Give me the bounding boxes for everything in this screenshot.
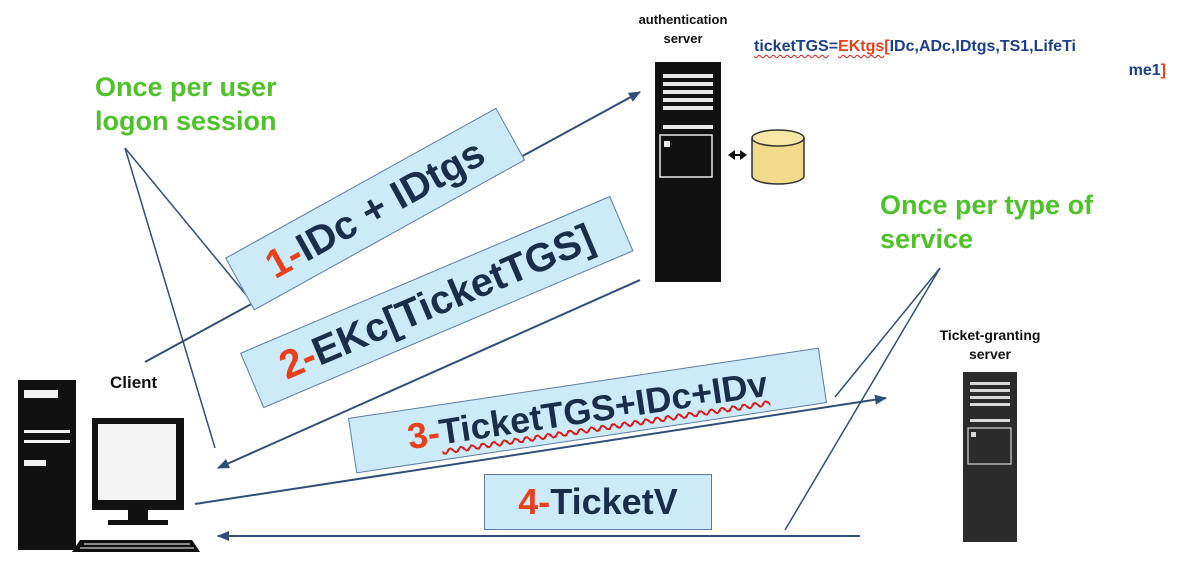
ticket-granting-server-label: Ticket-granting server — [925, 326, 1055, 364]
step-4-number: 4- — [518, 481, 551, 522]
formula-line2: me1] — [754, 59, 1174, 83]
step-4-box: 4-TicketV — [484, 474, 712, 530]
formula-args-line1: IDc,ADc,IDtgs,TS1,LifeTi — [889, 38, 1076, 55]
annotation-line-service-2 — [784, 267, 941, 531]
once-per-service-label: Once per type of service — [880, 188, 1093, 256]
once-per-service-line1: Once per type of — [880, 190, 1094, 220]
keyboard-icon — [72, 540, 200, 552]
ticket-tgs-formula: ticketTGS=EKtgs[IDc,ADc,IDtgs,TS1,LifeTi… — [754, 35, 1174, 83]
formula-lhs: ticketTGS — [754, 38, 829, 55]
annotation-line-user-1 — [124, 147, 248, 297]
arrow-step2 — [217, 279, 641, 469]
annotation-line-service-1 — [834, 267, 941, 398]
formula-open-bracket: [ — [884, 38, 890, 55]
server-tower-icon — [655, 62, 721, 282]
once-per-user-line2: logon session — [95, 106, 277, 136]
once-per-user-line1: Once per user — [95, 72, 277, 102]
once-per-user-label: Once per user logon session — [95, 70, 277, 138]
annotation-line-user-2 — [124, 147, 216, 449]
ticket-granting-server-label-line2: server — [968, 346, 1012, 362]
client-label: Client — [110, 373, 158, 392]
database-icon — [751, 129, 805, 185]
formula-close-bracket: ] — [1160, 62, 1166, 79]
arrow-step3 — [194, 394, 887, 505]
server-tower-icon — [963, 372, 1017, 542]
once-per-service-line2: service — [880, 224, 974, 254]
formula-equals: = — [828, 38, 839, 55]
authentication-server-label-line1: authentication — [638, 12, 728, 27]
authentication-server-label: authentication server — [620, 10, 746, 48]
step-4-text: TicketV — [550, 481, 678, 522]
server-db-link — [728, 150, 747, 160]
desktop-computer-icon — [18, 380, 184, 550]
formula-args-line2: me1 — [1128, 62, 1161, 79]
ticket-granting-server-label-line1: Ticket-granting — [939, 327, 1041, 343]
authentication-server-label-line2: server — [663, 31, 703, 46]
formula-key: EKtgs — [838, 38, 885, 55]
